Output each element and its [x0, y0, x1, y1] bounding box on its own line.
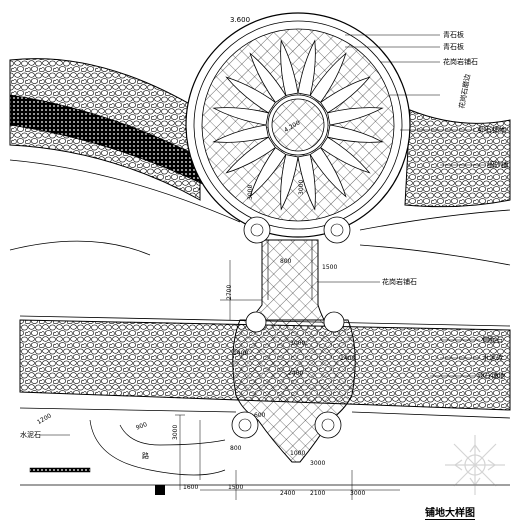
- drawing-title: 铺地大样图: [425, 504, 475, 520]
- dim-d5: 2700: [226, 284, 233, 300]
- dim-d1: 3000: [247, 184, 254, 200]
- dim-d2: 3000: [298, 179, 305, 195]
- dim-d3: 800: [280, 258, 292, 265]
- sun-motif: [212, 39, 384, 211]
- label-side1: 侧面石: [482, 336, 503, 344]
- dim-d4: 1500: [322, 264, 338, 271]
- lamp-base-lower-right: [314, 411, 342, 439]
- dim-d6: 1400: [233, 350, 249, 357]
- lamp-base-left: [243, 216, 271, 244]
- dim-d12: 3000: [172, 424, 179, 440]
- watermark-logo: [445, 435, 505, 495]
- dim-d14: 800: [230, 445, 242, 452]
- lamp-base-right: [323, 216, 351, 244]
- label-top-elev: 3.600: [230, 16, 251, 24]
- label-lamp2: 青石板: [443, 43, 464, 51]
- label-road: 路: [142, 452, 149, 460]
- dim-d19: 2400: [280, 490, 296, 497]
- dim-d8: 1400: [340, 355, 356, 362]
- label-side2: 水泥砖: [482, 354, 503, 362]
- label-lawn: 水泥石: [20, 431, 41, 439]
- dim-d20: 2100: [310, 490, 326, 497]
- dim-d15: 1000: [290, 450, 306, 457]
- dim-d9: 2400: [288, 370, 304, 377]
- center-medallion: [271, 98, 325, 152]
- dim-d13: 600: [254, 412, 266, 419]
- label-ring-stone: 花岗岩铺石: [443, 58, 478, 66]
- label-lamp: 青石板: [443, 31, 464, 39]
- lamp-base-lower-left: [231, 411, 259, 439]
- dim-d7: 3000: [290, 340, 306, 347]
- dim-d21: 3000: [350, 490, 366, 497]
- sun-rays: [212, 39, 384, 211]
- label-side3: 卵石铺地: [477, 372, 505, 380]
- label-loose-stone: 卵石铺地: [478, 126, 506, 134]
- dim-d18: 1500: [228, 484, 244, 491]
- label-stem-stone: 花岗岩铺石: [382, 278, 417, 286]
- dim-d17: 1600: [183, 484, 199, 491]
- pebble-band-right: [404, 109, 511, 208]
- dim-d16: 3000: [310, 460, 326, 467]
- label-grass: 细砂铺: [487, 161, 508, 169]
